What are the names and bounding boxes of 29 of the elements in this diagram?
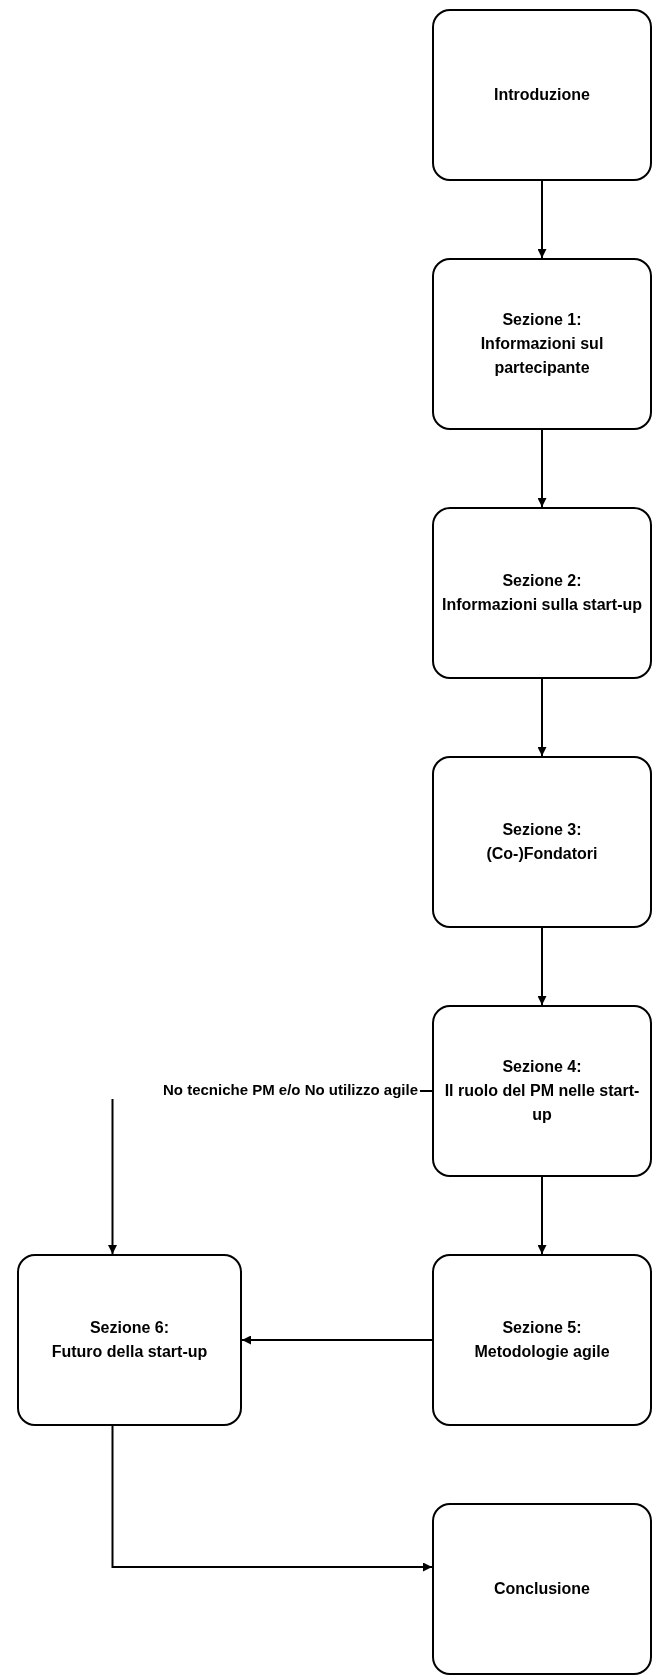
box-text: Informazioni sulla start-up [442,595,642,615]
arrow [537,678,547,757]
process-box [432,1005,652,1177]
arrow [537,1176,547,1255]
box-title: Sezione 2: [502,571,582,591]
process-box [432,756,652,928]
box-text: (Co-)Fondatori [486,844,598,864]
box-text: Il ruolo del PM nelle start-up [443,1081,641,1125]
box-text: Informazioni sul partecipante [479,334,605,378]
process-box [432,1254,652,1426]
box-title: Introduzione [494,85,590,105]
arrow [537,180,547,259]
box-title: Sezione 5: [502,1318,582,1338]
box-title: Sezione 4: [502,1057,582,1077]
process-box [432,1503,652,1675]
arrow [241,1335,433,1345]
box-text: Metodologie agile [474,1342,610,1362]
arrow [111,1425,433,1572]
box-title: Sezione 6: [89,1318,170,1338]
arrow [537,429,547,508]
process-box [432,9,652,181]
box-title: Conclusione [494,1579,590,1599]
box-title: Sezione 3: [502,820,582,840]
process-box [432,507,652,679]
box-title: Sezione 1: [502,310,582,330]
process-box [432,258,652,430]
process-box [17,1254,242,1426]
arrow [537,927,547,1006]
box-text: Futuro della start-up [51,1342,208,1362]
